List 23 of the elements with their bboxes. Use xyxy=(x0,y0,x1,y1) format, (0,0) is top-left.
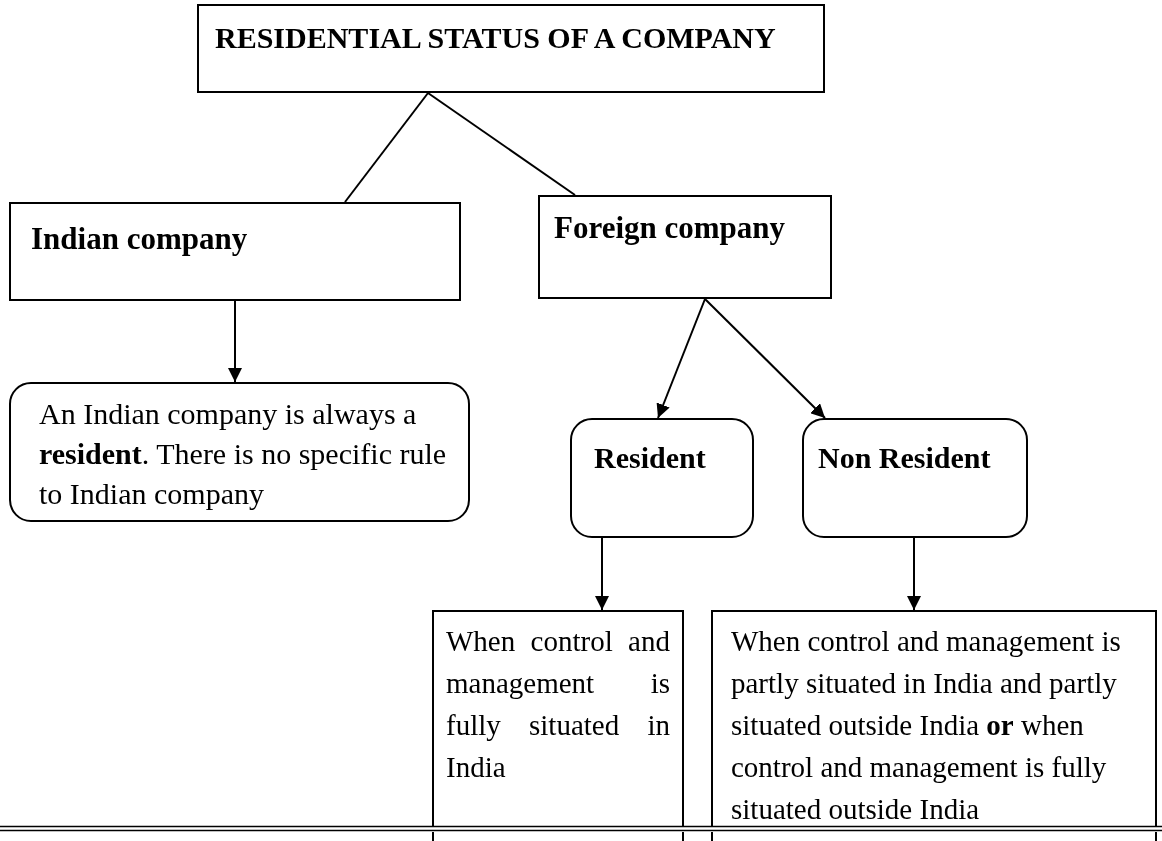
heading-text: Resident xyxy=(594,440,707,476)
arrow xyxy=(595,537,609,611)
heading-text: Indian company xyxy=(31,220,249,258)
description-text: When control and management is fully situated in India xyxy=(446,624,670,785)
heading-text: RESIDENTIAL STATUS OF A COMPANY xyxy=(215,20,777,56)
heading-text: Non Resident xyxy=(818,440,992,476)
rounded-box xyxy=(9,382,470,522)
rounded-box xyxy=(570,418,754,538)
arrow xyxy=(656,298,706,419)
description-text: An Indian company is always a resident. There is no specific rule to Indian company xyxy=(39,396,448,512)
arrow xyxy=(228,300,242,383)
category-box xyxy=(538,195,832,299)
rounded-box xyxy=(802,418,1028,538)
title-box xyxy=(197,4,825,93)
arrow xyxy=(907,537,921,611)
description-text: When control and management is partly situated in India and partly situated outside India or when control and management is fully situated outside India xyxy=(731,624,1122,827)
connector-line xyxy=(427,92,576,196)
category-box xyxy=(9,202,461,301)
connector-line xyxy=(344,92,429,203)
heading-text: Foreign company xyxy=(554,209,787,247)
condition-box xyxy=(711,610,1157,841)
condition-box xyxy=(432,610,684,841)
arrow xyxy=(704,298,826,419)
